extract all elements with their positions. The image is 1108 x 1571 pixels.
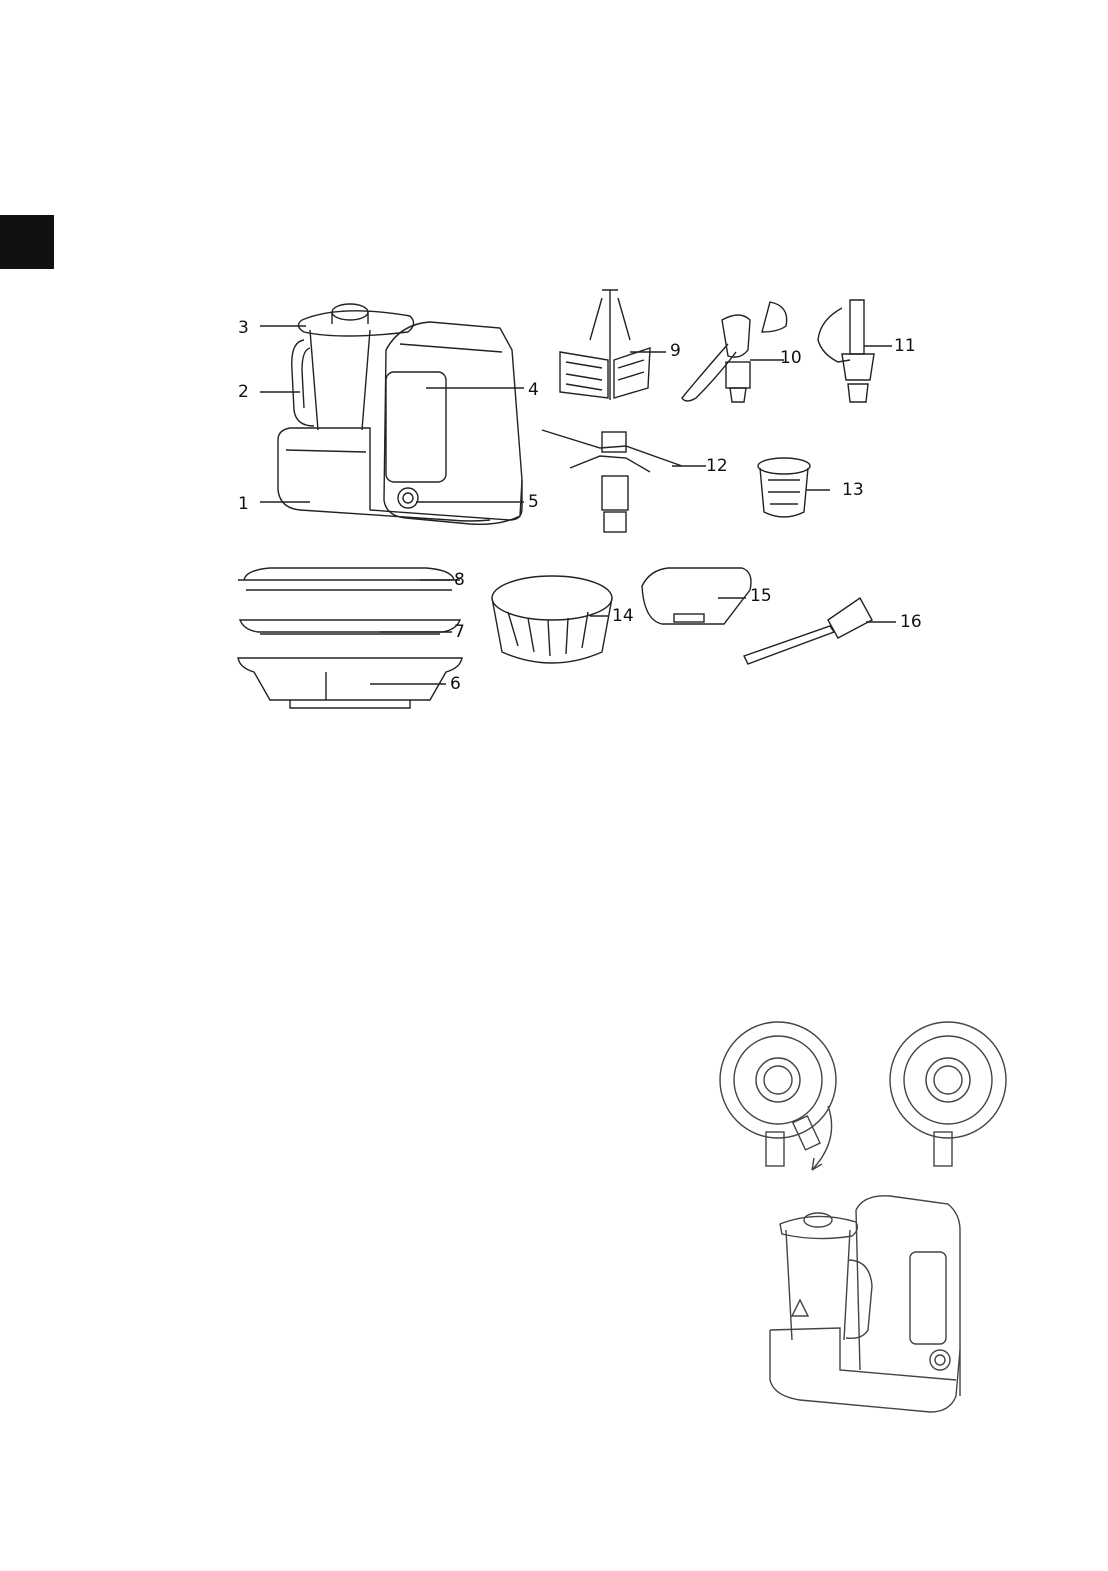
callout-1: 1 [238,496,249,513]
callout-16: 16 [900,614,922,631]
language-tab-marker [0,215,54,269]
callout-11: 11 [894,338,916,355]
steamer-bowl-drawing [238,658,462,708]
callout-2: 2 [238,384,249,401]
assembled-appliance-illustration [760,1190,980,1420]
callout-7: 7 [454,624,465,641]
jug-rotation-illustration [708,1010,1028,1180]
callout-8: 8 [454,572,465,589]
jug-locking-figure [708,1010,1028,1180]
kneading-blade-drawing [682,302,787,402]
blade-assembly-drawing [542,430,682,532]
parts-overview-figure [230,280,950,720]
cooking-basket-drawing [492,576,612,663]
callout-12: 12 [706,458,728,475]
callout-14: 14 [612,608,634,625]
callout-3: 3 [238,320,249,337]
kitchen-scale-drawing [642,568,751,624]
spatula-drawing [744,598,872,664]
callout-9: 9 [670,343,681,360]
jug-top-view-locked [890,1022,1006,1166]
steamer-lid-drawing [238,568,460,590]
assembled-appliance-figure [760,1190,980,1420]
callout-15: 15 [750,588,772,605]
callout-leader-lines [260,326,896,684]
steam-valve-part-drawing [818,300,874,402]
jug-top-view-unlocked [720,1022,836,1170]
main-unit-drawing [278,304,522,524]
parts-illustration [230,280,950,720]
whisk-attachment-drawing [560,290,650,400]
measuring-cup-drawing [758,458,810,517]
callout-13: 13 [842,482,864,499]
callout-5: 5 [528,494,539,511]
callout-4: 4 [528,382,539,399]
callout-6: 6 [450,676,461,693]
callout-10: 10 [780,350,802,367]
